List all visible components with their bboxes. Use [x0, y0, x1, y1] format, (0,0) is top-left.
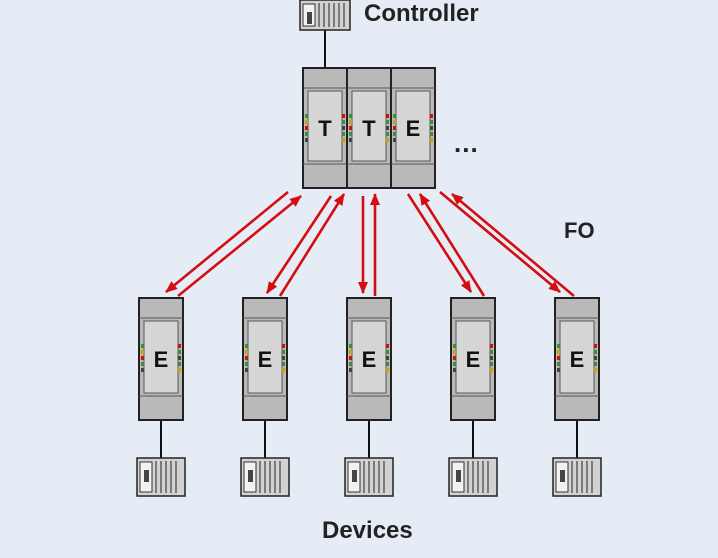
remote-module-2: E [242, 297, 288, 421]
controller-label: Controller [364, 0, 479, 27]
remote-module-1-letter: E [154, 347, 169, 372]
fiber-optic-label: FO [564, 218, 595, 243]
fiber-link-up-5 [451, 193, 575, 297]
field-device-4 [448, 457, 498, 497]
central-module-1-letter: T [318, 116, 332, 141]
central-module-3-letter: E [406, 116, 421, 141]
remote-module-3-letter: E [362, 347, 377, 372]
remote-module-1: E [138, 297, 184, 421]
fiber-link-up-4 [418, 193, 486, 297]
field-device-2 [240, 457, 290, 497]
field-device-5 [552, 457, 602, 497]
controller-device [299, 0, 351, 31]
remote-module-2-letter: E [258, 347, 273, 372]
fiber-link-down-2 [265, 195, 333, 294]
fiber-link-down-5 [439, 191, 561, 293]
more-modules-ellipsis: ... [454, 128, 479, 158]
field-device-1 [136, 457, 186, 497]
remote-module-4-letter: E [466, 347, 481, 372]
fiber-link-up-2 [278, 193, 346, 297]
fiber-link-up-1 [177, 194, 302, 298]
remote-module-4: E [450, 297, 496, 421]
devices-label: Devices [322, 517, 413, 544]
central-module-2: T [346, 67, 392, 189]
field-device-3 [344, 457, 394, 497]
fiber-link-down-4 [406, 193, 473, 293]
remote-module-5-letter: E [570, 347, 585, 372]
central-module-3: E [390, 67, 436, 189]
central-module-2-letter: T [362, 116, 376, 141]
remote-module-5: E [554, 297, 600, 421]
central-module-1: T [302, 67, 348, 189]
fiber-link-down-1 [165, 190, 289, 294]
remote-module-3: E [346, 297, 392, 421]
